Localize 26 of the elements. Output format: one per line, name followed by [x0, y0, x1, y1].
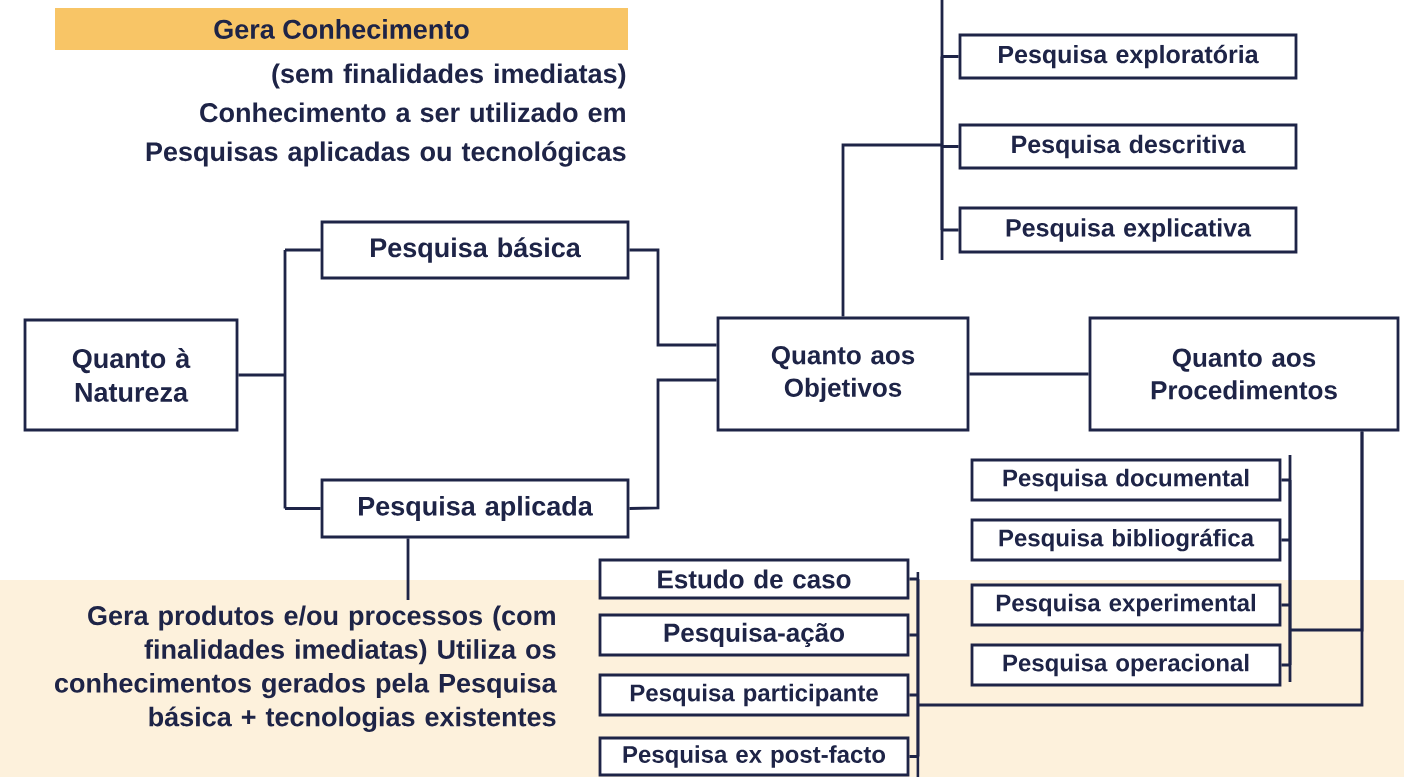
category-box: Quanto aos Procedimentos	[1088, 316, 1400, 432]
category-box: Quanto à Natureza	[23, 318, 239, 432]
highlight-band: Gera Conhecimento	[55, 8, 628, 50]
connector-line	[406, 538, 410, 600]
category-box: Estudo de caso	[598, 558, 910, 600]
category-box: Pesquisa-ação	[598, 613, 910, 657]
category-box: Quanto aos Objetivos	[716, 316, 970, 432]
category-box: Pesquisa experimental	[970, 583, 1282, 627]
connector-line	[237, 248, 322, 510]
connector-line	[969, 372, 1089, 376]
connector-line	[629, 378, 717, 510]
category-box: Pesquisa ex post-facto	[598, 736, 910, 777]
category-box: Pesquisa básica	[320, 220, 630, 280]
note-text: (sem finalidades imediatas) Conhecimento a ser utilizado em Pesquisas aplicadas ou tecnológicas	[146, 63, 626, 167]
category-box: Pesquisa operacional	[970, 643, 1282, 687]
category-box: Pesquisa explicativa	[958, 206, 1298, 254]
category-box: Pesquisa descritiva	[958, 123, 1298, 170]
connector-line	[629, 248, 717, 347]
category-box: Pesquisa documental	[970, 458, 1282, 502]
connector-line	[841, 55, 960, 318]
category-box: Pesquisa exploratória	[958, 33, 1298, 80]
note-text: Gera produtos e/ou processos (com finalidades imediatas) Utiliza os conhecimentos gerados pela Pesquisa básica + tecnologias existentes	[55, 605, 557, 732]
category-box: Pesquisa participante	[598, 673, 910, 717]
category-box: Pesquisa aplicada	[320, 478, 630, 539]
category-box: Pesquisa bibliográfica	[970, 518, 1282, 562]
connector-line	[908, 430, 1364, 758]
